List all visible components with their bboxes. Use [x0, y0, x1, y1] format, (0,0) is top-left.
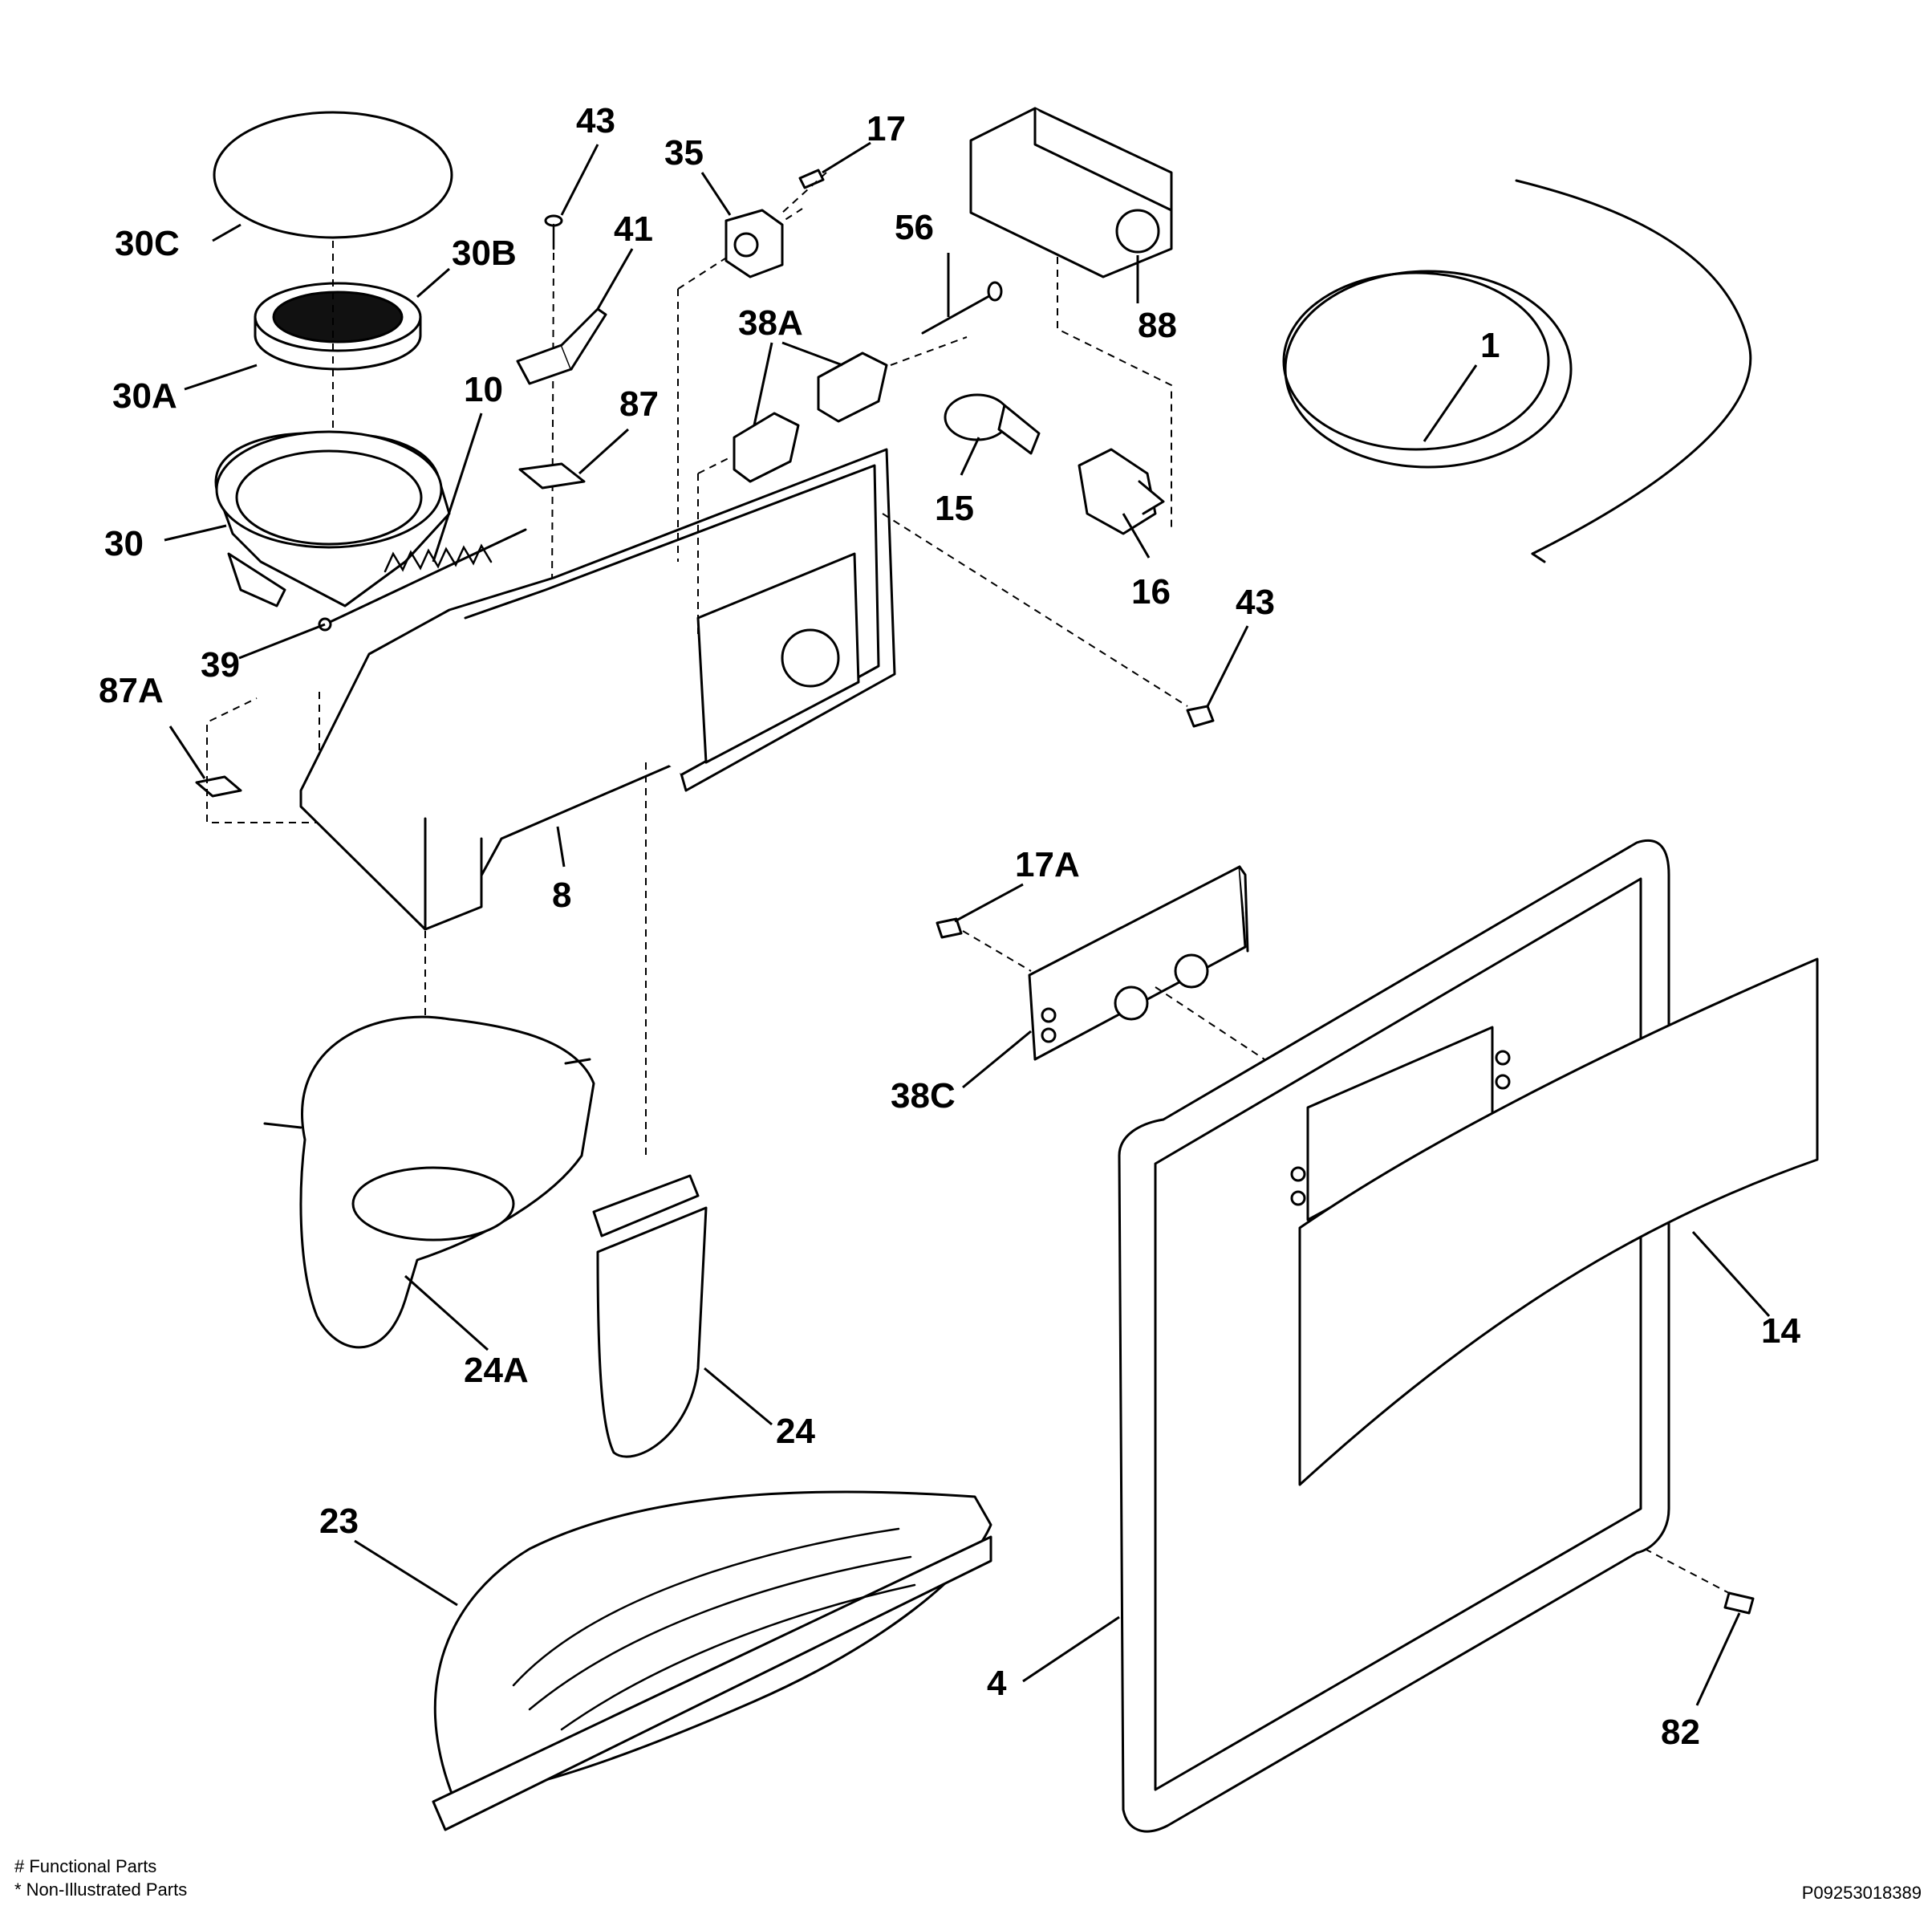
- part-35-actuator[interactable]: [724, 209, 784, 278]
- callout-88: 88: [1138, 306, 1177, 345]
- footer-non-illustrated-parts: * Non-Illustrated Parts: [14, 1880, 187, 1900]
- callout-15: 15: [935, 489, 974, 528]
- part-14-cover[interactable]: [1298, 957, 1819, 1486]
- callout-82: 82: [1661, 1713, 1700, 1752]
- callout-35: 35: [664, 133, 704, 173]
- callout-8: 8: [552, 876, 571, 915]
- part-15-bulb[interactable]: [944, 393, 1041, 455]
- callout-23: 23: [319, 1502, 359, 1541]
- callout-17: 17: [867, 109, 906, 148]
- callout-43-top: 43: [576, 101, 615, 140]
- callout-24: 24: [776, 1412, 815, 1451]
- footer-functional-parts: # Functional Parts: [14, 1856, 156, 1876]
- part-17-screw[interactable]: [798, 169, 825, 189]
- callout-38c: 38C: [891, 1076, 956, 1116]
- callout-4: 4: [987, 1664, 1007, 1703]
- part-17a-screw[interactable]: [936, 917, 963, 939]
- callout-41: 41: [614, 209, 653, 249]
- callout-38a: 38A: [738, 303, 803, 343]
- part-88-light-housing[interactable]: [969, 107, 1173, 278]
- part-1-tubing[interactable]: [1282, 179, 1752, 563]
- part-41-clip[interactable]: [516, 307, 607, 385]
- part-10-spring[interactable]: [384, 543, 493, 573]
- part-8-dispenser-housing[interactable]: [299, 448, 896, 931]
- callout-56: 56: [895, 208, 934, 247]
- part-30c-ring[interactable]: [213, 111, 453, 239]
- part-30-filter-housing[interactable]: [214, 430, 451, 608]
- callout-39: 39: [201, 645, 240, 685]
- callout-10: 10: [464, 370, 503, 409]
- part-56-screw[interactable]: [921, 281, 1003, 335]
- part-87-pad[interactable]: [518, 462, 586, 490]
- diagram-id: P09253018389: [1802, 1883, 1922, 1903]
- callout-16: 16: [1131, 572, 1171, 612]
- callout-17a: 17A: [1015, 845, 1080, 884]
- callout-30: 30: [104, 524, 144, 563]
- callout-30a: 30A: [112, 376, 177, 416]
- part-24a-chute[interactable]: [263, 1015, 595, 1349]
- part-23-drip-tray[interactable]: [432, 1490, 992, 1831]
- callout-30c: 30C: [115, 224, 180, 263]
- part-87a-pad[interactable]: [195, 775, 242, 798]
- callout-1: 1: [1480, 326, 1500, 365]
- part-43-screw-top[interactable]: [544, 214, 563, 250]
- leader-lines: [164, 141, 1771, 1706]
- callout-43-right: 43: [1236, 583, 1275, 622]
- callout-87a: 87A: [99, 671, 164, 710]
- callout-87: 87: [619, 384, 659, 424]
- callout-24a: 24A: [464, 1351, 529, 1390]
- callout-14: 14: [1761, 1311, 1800, 1351]
- part-82-screw[interactable]: [1723, 1591, 1755, 1615]
- part-24-door-flap[interactable]: [592, 1174, 708, 1458]
- part-16-socket[interactable]: [1078, 448, 1165, 535]
- part-43-screw-right[interactable]: [1186, 705, 1215, 728]
- callout-30b: 30B: [452, 234, 517, 273]
- part-39-rod[interactable]: [318, 528, 527, 632]
- part-38a-switch[interactable]: [733, 352, 888, 483]
- part-38c-switch-housing[interactable]: [1028, 865, 1249, 1061]
- part-30b-filter[interactable]: [254, 282, 422, 371]
